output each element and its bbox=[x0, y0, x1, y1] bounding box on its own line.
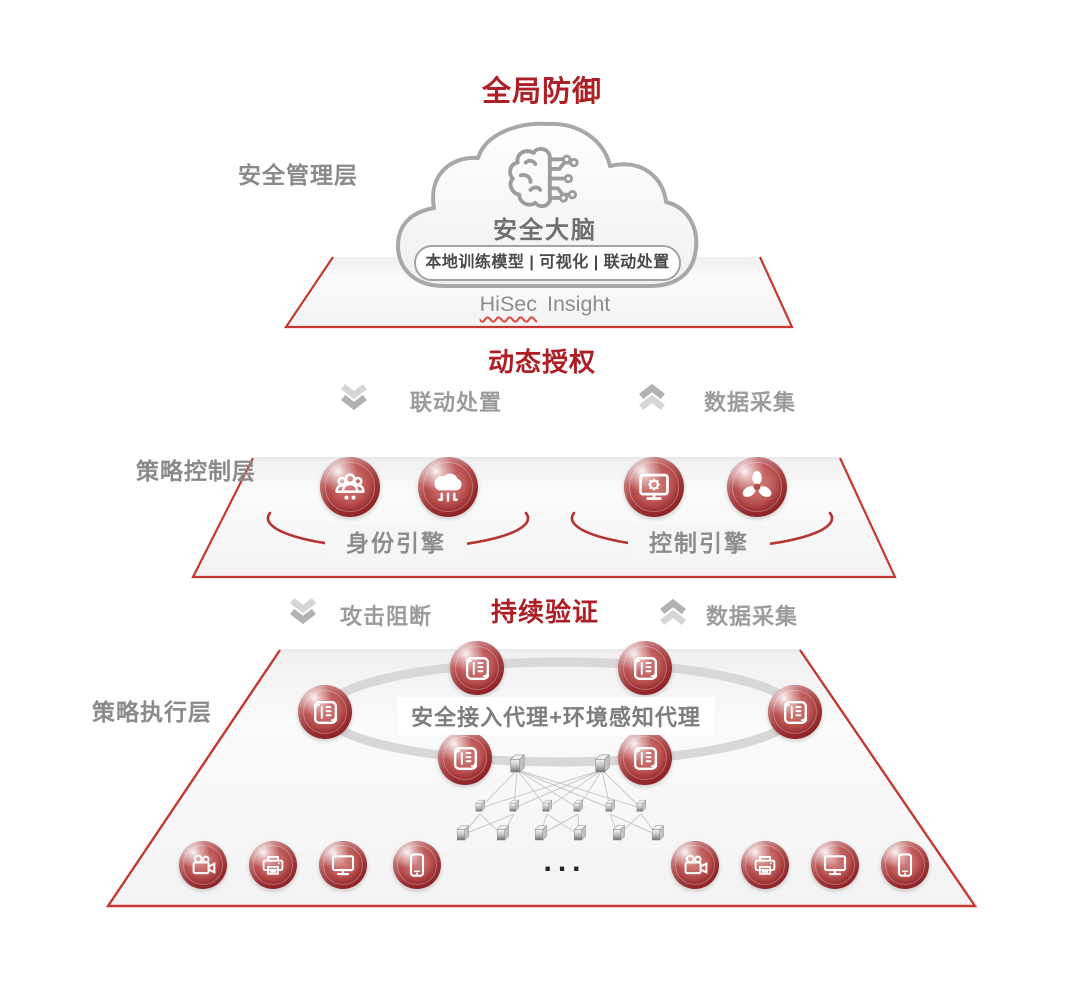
printer-icon bbox=[249, 841, 297, 889]
security-brain-title: 安全大脑 bbox=[493, 217, 597, 244]
smartphone-icon bbox=[881, 841, 929, 889]
printer-icon bbox=[741, 841, 789, 889]
smartphone-icon bbox=[393, 841, 441, 889]
double-chevron-down-icon bbox=[287, 597, 319, 626]
policy-agent-icon bbox=[450, 641, 504, 695]
monitor-icon bbox=[811, 841, 859, 889]
insight-word: Insight bbox=[546, 292, 611, 316]
double-chevron-down-icon bbox=[338, 383, 370, 412]
video-camera-icon bbox=[671, 841, 719, 889]
fan-icon bbox=[727, 457, 787, 517]
control-trapezoid bbox=[191, 457, 897, 579]
cloud-features-pill: 本地训练模型 | 可视化 | 联动处置 bbox=[414, 245, 681, 281]
policy-agent-icon bbox=[618, 641, 672, 695]
continuous-verification-title: 持续验证 bbox=[490, 597, 599, 627]
management-layer-label: 安全管理层 bbox=[238, 162, 358, 188]
data-collection-label: 数据采集 bbox=[704, 390, 797, 415]
monitor-icon bbox=[319, 841, 367, 889]
dynamic-authorization-title: 动态授权 bbox=[487, 347, 596, 377]
policy-agent-icon bbox=[618, 731, 672, 785]
identity-engine-label: 身份引擎 bbox=[325, 524, 467, 562]
data-collection-label: 数据采集 bbox=[706, 604, 799, 629]
linkage-disposal-label: 联动处置 bbox=[410, 390, 503, 415]
control-layer-label: 策略控制层 bbox=[136, 458, 256, 484]
control-engine-label: 控制引擎 bbox=[628, 524, 770, 562]
user-group-icon bbox=[320, 457, 380, 517]
hisec-insight-label: HiSec Insight bbox=[425, 292, 665, 317]
double-chevron-up-icon bbox=[657, 597, 689, 626]
cloud-network-icon bbox=[418, 457, 478, 517]
monitor-gear-icon bbox=[624, 457, 684, 517]
attack-blocking-label: 攻击阻断 bbox=[340, 604, 433, 629]
devices-ellipsis: ... bbox=[543, 845, 587, 878]
hisec-word: HiSec bbox=[479, 292, 537, 316]
policy-agent-icon bbox=[768, 685, 822, 739]
global-defense-title: 全局防御 bbox=[481, 76, 602, 108]
video-camera-icon bbox=[179, 841, 227, 889]
execution-layer-label: 策略执行层 bbox=[92, 699, 212, 725]
double-chevron-up-icon bbox=[636, 382, 668, 411]
policy-agent-icon bbox=[438, 731, 492, 785]
policy-agent-icon bbox=[298, 685, 352, 739]
access-agent-label: 安全接入代理+环境感知代理 bbox=[398, 697, 714, 735]
